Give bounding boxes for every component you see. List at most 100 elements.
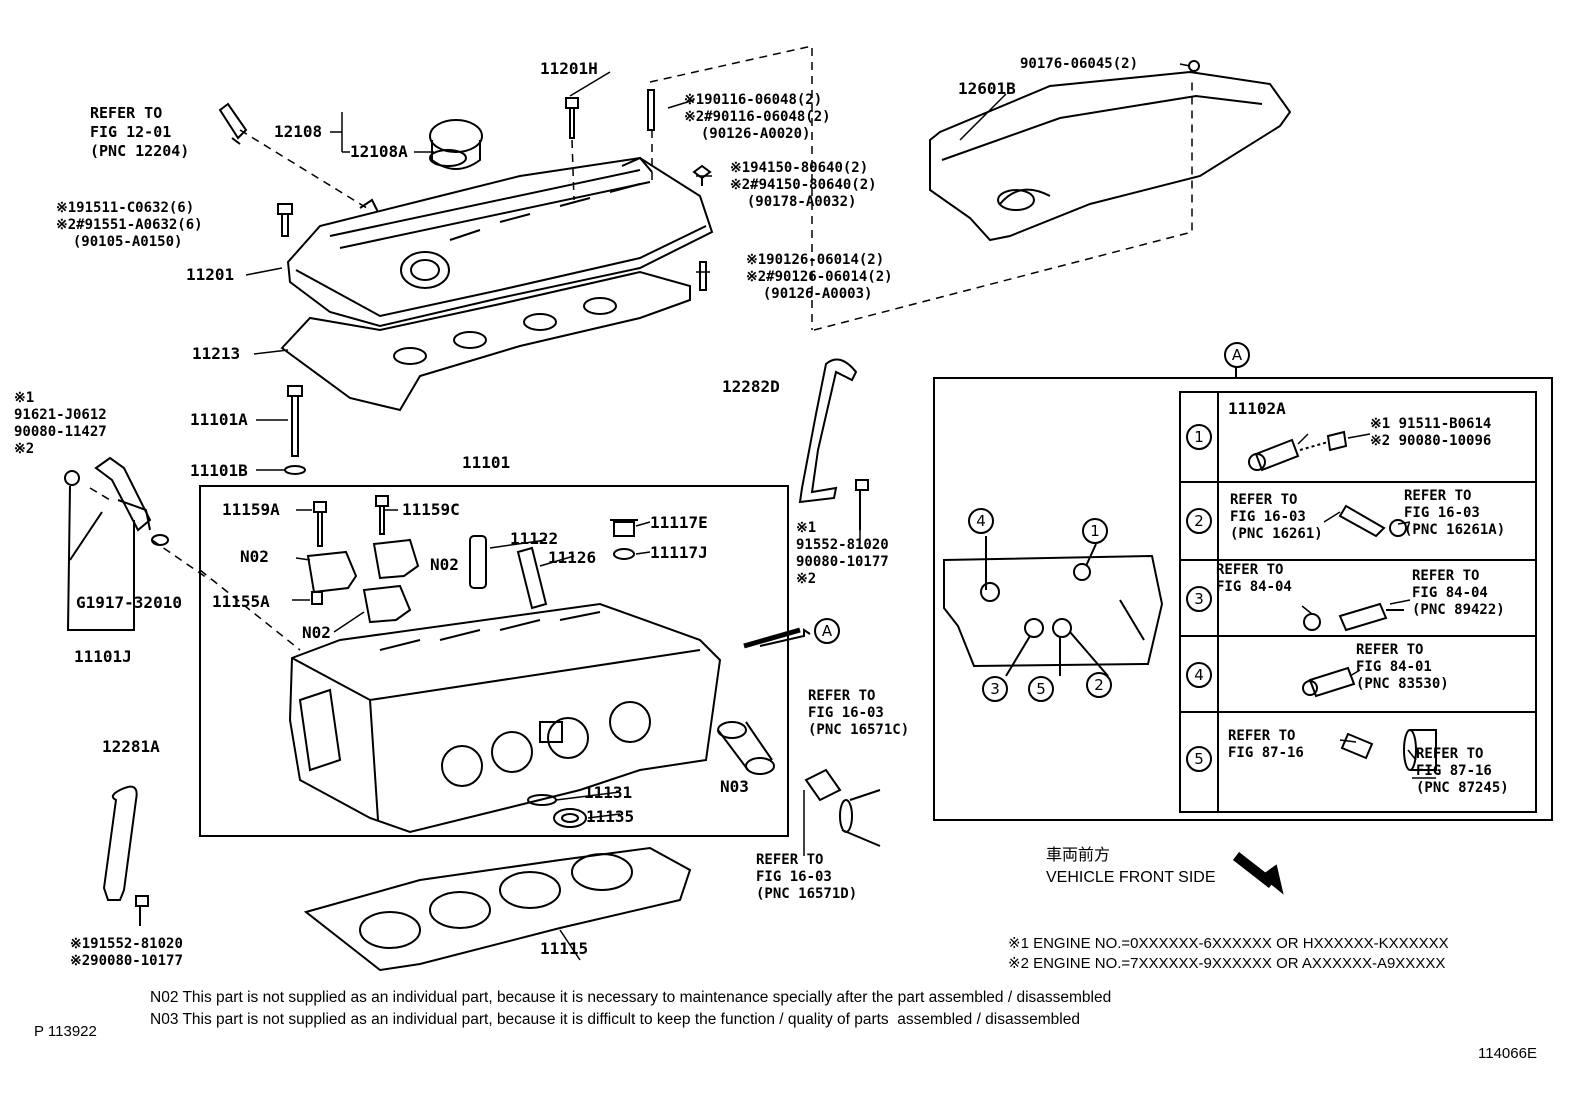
label-11101J: 11101J (74, 647, 132, 666)
ocv-11101J (64, 456, 169, 546)
figure-code: 114066E (1478, 1045, 1537, 1062)
label-12108: 12108 (274, 122, 323, 141)
bearing-cap-n02 (306, 538, 420, 624)
label-11117E: 11117E (650, 513, 708, 532)
row-2-ref-right: REFER TO FIG 16-03 (PNC 16261A) (1404, 488, 1506, 538)
oil-filler-cap (429, 119, 483, 170)
detail-head-view (943, 536, 1164, 677)
detail-sensor-3 (1303, 602, 1404, 632)
row-1-ref: ※1 91511-B0614 ※2 90080-10096 (1370, 416, 1492, 449)
label-n02-a: N02 (240, 547, 269, 566)
row-3-ref-right: REFER TO FIG 84-04 (PNC 89422) (1412, 568, 1505, 618)
row-5-ref-left: REFER TO FIG 87-16 (1228, 728, 1304, 761)
stud-90116 (647, 89, 655, 131)
ref-91552-a: ※1 91552-81020 90080-10177 ※2 (796, 520, 889, 587)
bolt-11159C (375, 495, 389, 535)
label-12282D: 12282D (722, 377, 780, 396)
label-11101A: 11101A (190, 410, 248, 429)
tube-11122 (469, 535, 487, 589)
row-2-ref-left: REFER TO FIG 16-03 (PNC 16261) (1230, 492, 1323, 542)
label-12108A: 12108A (350, 142, 408, 161)
label-11135: 11135 (586, 807, 635, 826)
label-11126: 11126 (548, 548, 597, 567)
arrow-to-a (743, 627, 811, 649)
detail-hose-5 (1340, 729, 1437, 771)
detail-frame-a (933, 377, 1553, 821)
ring-11117J (613, 548, 635, 560)
label-11159A: 11159A (222, 500, 280, 519)
label-11201: 11201 (186, 265, 235, 284)
head-view-1: 1 (1082, 518, 1108, 544)
ref-90126: ※190126-06014(2) ※2#90126-06014(2) (9012… (746, 252, 893, 302)
label-11117J: 11117J (650, 543, 708, 562)
ref-91511: ※191511-C0632(6) ※2#91551-A0632(6) (9010… (56, 200, 203, 250)
label-n03: N03 (720, 777, 749, 796)
ref-16571C: REFER TO FIG 16-03 (PNC 16571C) (808, 688, 910, 738)
head-cover-gasket (280, 270, 691, 412)
label-11101B: 11101B (190, 461, 248, 480)
hose-clamp-16571 (804, 768, 881, 847)
stud-90126 (699, 261, 707, 291)
head-view-3: 3 (982, 676, 1008, 702)
label-12601B: 12601B (958, 79, 1016, 98)
label-11122: 11122 (510, 529, 559, 548)
row-5-ref-right: REFER TO FIG 87-16 (PNC 87245) (1416, 746, 1509, 796)
vehicle-front-en: VEHICLE FRONT SIDE (1046, 869, 1216, 886)
cylinder-head (288, 602, 722, 834)
head-gasket-11115 (303, 846, 692, 972)
detail-hose-2 (1338, 504, 1407, 538)
head-view-4: 4 (968, 508, 994, 534)
vehicle-front-arrow (1232, 852, 1284, 895)
label-11155A: 11155A (212, 592, 270, 611)
label-11115: 11115 (540, 939, 589, 958)
bracket-12281A (102, 785, 149, 926)
seal-11135 (553, 808, 587, 828)
row-2-number: 2 (1186, 508, 1212, 534)
bolt-11201H (565, 97, 579, 139)
row-4-number: 4 (1186, 662, 1212, 688)
pin-11155A (311, 591, 323, 605)
label-11102A: 11102A (1228, 399, 1286, 418)
tube-11126 (516, 546, 548, 610)
label-g1917: G1917-32010 (76, 593, 182, 612)
label-11201H: 11201H (540, 59, 598, 78)
vehicle-front-jp: 車両前方 (1046, 847, 1111, 864)
bracket-12282D (798, 358, 869, 530)
callout-a-main: A (814, 618, 840, 644)
bolt-11101A (287, 385, 303, 457)
label-11159C: 11159C (402, 500, 460, 519)
plug-11117E (610, 519, 638, 537)
washer-11101B (284, 465, 306, 475)
plug-n03 (717, 721, 775, 775)
row-1-number: 1 (1186, 424, 1212, 450)
engine-cover (929, 60, 1292, 242)
bolt-11159A (313, 501, 327, 547)
label-n02-b: N02 (430, 555, 459, 574)
row-3-ref-left: REFER TO FIG 84-04 (1216, 562, 1292, 595)
ref-94150: ※194150-80640(2) ※2#94150-80640(2) (9017… (730, 160, 877, 210)
cylinder-head-cover (286, 156, 714, 328)
ref-91621: ※1 91621-J0612 90080-11427 ※2 (14, 390, 107, 457)
label-11213: 11213 (192, 344, 241, 363)
detail-sensor-4 (1302, 666, 1356, 698)
ref-90116: ※190116-06048(2) ※2#90116-06048(2) (9012… (684, 92, 831, 142)
ref-12204: REFER TO FIG 12-01 (PNC 12204) (90, 104, 190, 160)
head-view-5: 5 (1028, 676, 1054, 702)
bolt-91511 (277, 203, 293, 237)
row-4-ref: REFER TO FIG 84-01 (PNC 83530) (1356, 642, 1449, 692)
row-3-number: 3 (1186, 586, 1212, 612)
cylinder-head-frame (199, 485, 789, 837)
label-90176: 90176-06045(2) (1020, 56, 1139, 72)
label-11131: 11131 (584, 783, 633, 802)
engine-note-1: ※1 ENGINE NO.=0XXXXXX-6XXXXXX OR HXXXXXX… (1008, 935, 1449, 952)
footnote-n02: N02 This part is not supplied as an indi… (150, 989, 1112, 1006)
label-12281A: 12281A (102, 737, 160, 756)
ref-91552-b: ※191552-81020 ※290080-10177 (70, 936, 183, 969)
sensor-12204 (218, 102, 248, 145)
label-11101: 11101 (462, 453, 511, 472)
row-5-number: 5 (1186, 746, 1212, 772)
callout-a-detail: A (1224, 342, 1250, 368)
page-code: P 113922 (34, 1023, 97, 1040)
detail-sensor-11102A (1248, 430, 1348, 472)
